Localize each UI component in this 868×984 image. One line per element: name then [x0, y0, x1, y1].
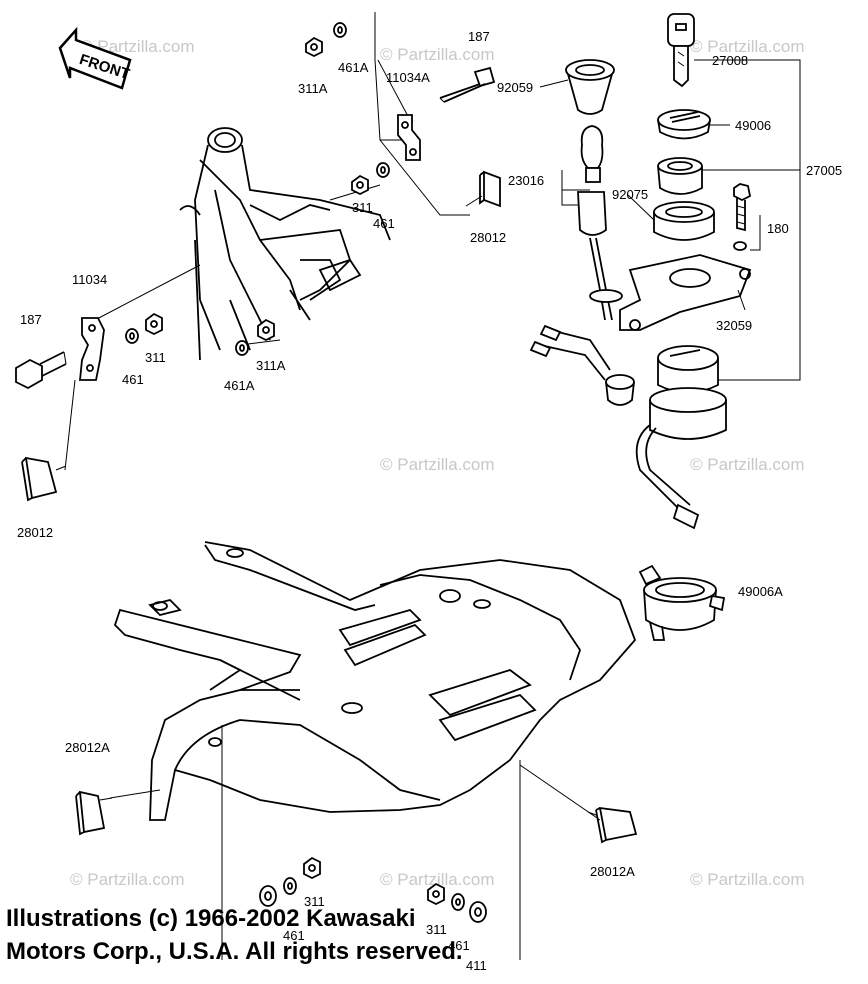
label-92059: 92059	[497, 80, 533, 95]
label-461A-top: 461A	[338, 60, 369, 75]
bracket-11034-icon	[79, 317, 105, 381]
grommet-28012A-right-icon	[587, 806, 638, 844]
label-28012A-left: 28012A	[65, 740, 110, 755]
leader-lines-right	[539, 59, 801, 381]
label-27008: 27008	[712, 53, 748, 68]
washer-461-bottom-r-icon	[451, 893, 465, 911]
nut-311A-top-icon	[305, 36, 323, 58]
socket-92059-icon	[565, 59, 615, 115]
label-11034A: 11034A	[386, 70, 430, 85]
label-311A-top: 311A	[298, 81, 328, 96]
label-311-left: 311	[145, 350, 166, 365]
cap-49006-icon	[657, 109, 711, 140]
watermarks: © Partzilla.com © Partzilla.com © Partzi…	[70, 37, 805, 889]
label-411-bottom: 411	[466, 958, 487, 973]
part-labels: 187 461A 311A 11034A 92059 27008 49006 2…	[17, 29, 842, 973]
label-311A-left: 311A	[256, 358, 286, 373]
bolt-187-left-icon	[15, 351, 67, 390]
washer-461-left-icon	[125, 328, 139, 344]
lock-49006A-icon	[638, 564, 726, 641]
nut-311-bottom-r-icon	[427, 882, 445, 906]
bracket-32059-icon	[619, 254, 752, 331]
label-311-mid: 311	[352, 200, 373, 215]
label-311-bottom-r: 311	[426, 922, 447, 937]
label-27005: 27005	[806, 163, 842, 178]
label-28012-left: 28012	[17, 525, 53, 540]
label-461-left: 461	[122, 372, 144, 387]
watermark: © Partzilla.com	[380, 870, 495, 889]
copyright-line-2: Motors Corp., U.S.A. All rights reserved…	[6, 938, 463, 965]
watermark: © Partzilla.com	[690, 455, 805, 474]
nut-311-mid-icon	[351, 174, 369, 196]
bracket-11034A-icon	[397, 114, 421, 161]
label-28012-top: 28012	[470, 230, 506, 245]
ring-92075-icon	[653, 201, 715, 241]
washer-461-bottom-icon	[283, 877, 297, 895]
watermark: © Partzilla.com	[380, 455, 495, 474]
label-180: 180	[767, 221, 789, 236]
label-461-mid: 461	[373, 216, 395, 231]
copyright-notice: Illustrations (c) 1966-2002 Kawasaki Mot…	[6, 902, 463, 968]
nut-311-bottom-icon	[303, 856, 321, 880]
grommet-28012-left-icon	[21, 456, 67, 502]
bulb-23016-icon	[577, 125, 623, 321]
label-461-bottom-r: 461	[448, 938, 470, 953]
ring-27005-icon	[657, 157, 703, 195]
key-27008-icon	[667, 13, 695, 88]
ignition-switch-icon	[635, 345, 727, 530]
nut-311A-left-icon	[257, 318, 275, 342]
washer-411-bottom-icon	[469, 901, 487, 923]
label-461-bottom: 461	[283, 928, 305, 943]
grommet-28012A-left-icon	[75, 790, 113, 836]
leader-lines-lower	[109, 725, 601, 960]
watermark: © Partzilla.com	[70, 870, 185, 889]
label-49006: 49006	[735, 118, 771, 133]
washer-bottom-icon	[259, 885, 277, 907]
label-32059: 32059	[716, 318, 752, 333]
label-49006A: 49006A	[738, 584, 783, 599]
fender-icon	[113, 541, 637, 821]
label-187-top: 187	[468, 29, 490, 44]
washer-461-mid-icon	[376, 162, 390, 178]
copyright-line-1: Illustrations (c) 1966-2002 Kawasaki	[6, 905, 416, 932]
label-311-bottom: 311	[304, 894, 325, 909]
label-11034: 11034	[72, 272, 107, 287]
label-23016: 23016	[508, 173, 544, 188]
watermark: © Partzilla.com	[690, 870, 805, 889]
watermark: © Partzilla.com	[380, 45, 495, 64]
watermark: © Partzilla.com	[690, 37, 805, 56]
label-28012A-right: 28012A	[590, 864, 635, 879]
bolt-187-top-icon	[439, 66, 496, 103]
label-92075: 92075	[612, 187, 648, 202]
wire-connectors-icon	[529, 324, 635, 406]
label-187-left: 187	[20, 312, 42, 327]
grommet-28012-top-icon	[465, 170, 501, 208]
label-461A-left: 461A	[224, 378, 255, 393]
bolt-180-icon	[733, 183, 752, 251]
leader-lines	[64, 12, 470, 471]
nut-311-left-icon	[145, 312, 163, 336]
frame-icon	[179, 127, 391, 361]
washer-461A-top-icon	[333, 22, 347, 38]
washer-461A-left-icon	[235, 340, 249, 356]
